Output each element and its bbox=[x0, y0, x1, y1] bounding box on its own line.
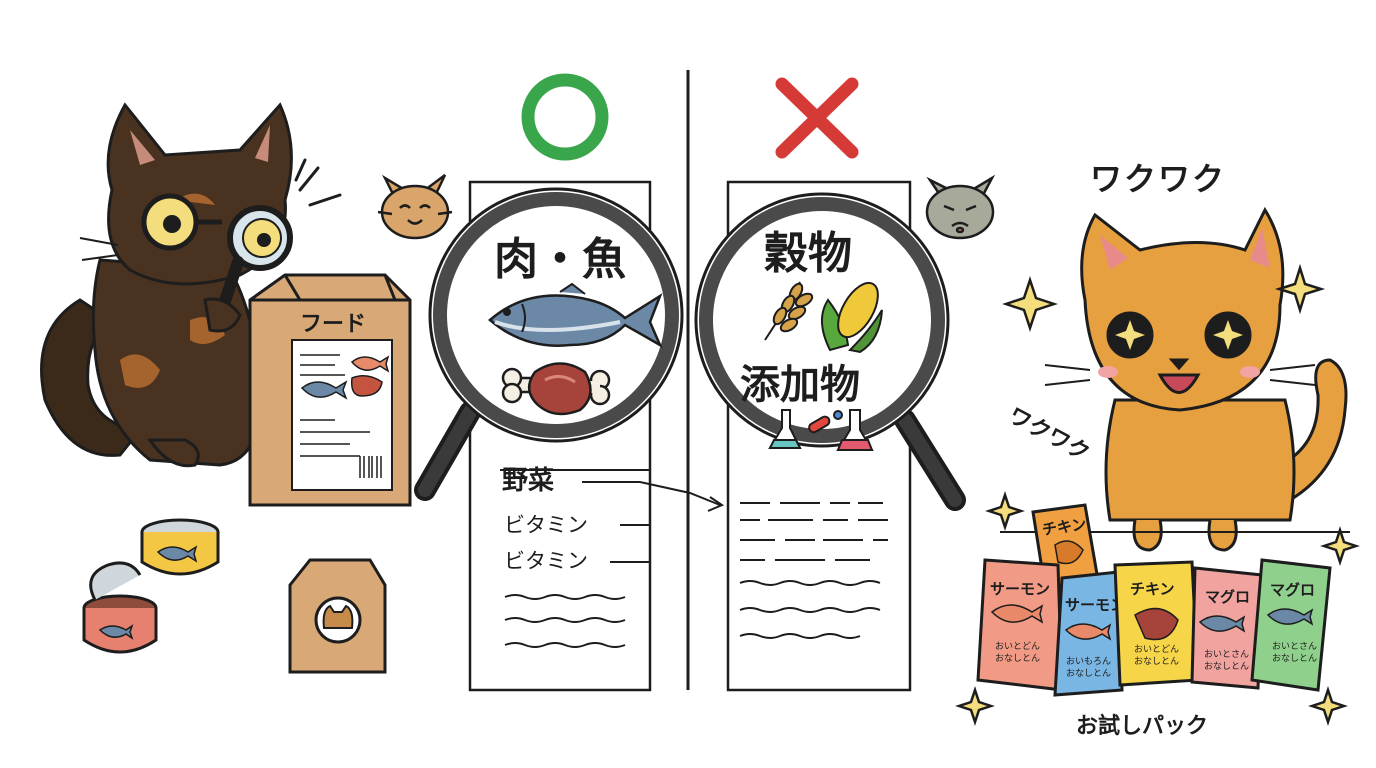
trial-pack-caption: お試しパック bbox=[1076, 714, 1209, 739]
cat-paw bbox=[147, 438, 200, 468]
happy-cat-face-icon bbox=[377, 174, 453, 240]
food-bag bbox=[248, 273, 412, 507]
pack-5-sub-1: おいとさん bbox=[1272, 642, 1318, 652]
corn-icon bbox=[821, 281, 883, 354]
pack-3 bbox=[1113, 560, 1200, 687]
pack-3-title: チキン bbox=[1130, 580, 1175, 598]
sad-cat-face-icon bbox=[925, 174, 996, 240]
pack-4-sub-1: おいとさん bbox=[1204, 650, 1250, 660]
excited-text-top: ワクワク bbox=[1090, 160, 1227, 198]
pack-5-title: マグロ bbox=[1270, 581, 1316, 599]
pack-5-sub-2: おなしとん bbox=[1272, 654, 1318, 664]
bad-additives-label: 添加物 bbox=[740, 362, 860, 408]
excited-cat bbox=[1044, 206, 1348, 552]
good-circle-icon bbox=[521, 73, 609, 161]
pack-2-sub-2: おなしとん bbox=[1066, 669, 1112, 679]
food-bag-label: フード bbox=[300, 312, 367, 337]
good-main-label: 肉・魚 bbox=[494, 234, 626, 285]
pack-1-sub-2: おなしとん bbox=[995, 654, 1041, 664]
vitamin-line-2: ビタミン bbox=[504, 549, 588, 573]
bad-cross-icon bbox=[775, 77, 859, 159]
pack-4-sub-2: おなしとん bbox=[1204, 662, 1250, 672]
pack-2-sub-1: おいもろん bbox=[1066, 657, 1112, 667]
pack-1-title: サーモン bbox=[990, 580, 1051, 598]
pack-1-sub-1: おいとどん bbox=[995, 642, 1041, 652]
pack-4-title: マグロ bbox=[1205, 588, 1251, 606]
pack-2-title: サーモン bbox=[1065, 598, 1117, 613]
pack-2 bbox=[1053, 570, 1124, 697]
pack-3-sub-1: おいとどん bbox=[1134, 645, 1180, 655]
arrow-icon bbox=[582, 481, 725, 512]
meat-icon bbox=[501, 362, 611, 416]
wheat-icon bbox=[764, 281, 814, 341]
small-food-bag bbox=[288, 558, 387, 674]
fish-icon bbox=[488, 282, 663, 348]
pack-1 bbox=[976, 558, 1064, 692]
pack-5 bbox=[1250, 558, 1332, 692]
sparkle-icon bbox=[955, 263, 1360, 726]
chemical-flask-icon bbox=[768, 409, 874, 451]
can-icon bbox=[140, 518, 220, 576]
vitamin-line-1: ビタミン bbox=[504, 513, 588, 537]
open-can-icon bbox=[82, 561, 158, 654]
vegetables-label: 野菜 bbox=[502, 466, 555, 496]
bad-grain-label: 穀物 bbox=[764, 228, 852, 279]
pack-4 bbox=[1190, 566, 1264, 690]
pack-3-sub-2: おなしとん bbox=[1134, 657, 1180, 667]
